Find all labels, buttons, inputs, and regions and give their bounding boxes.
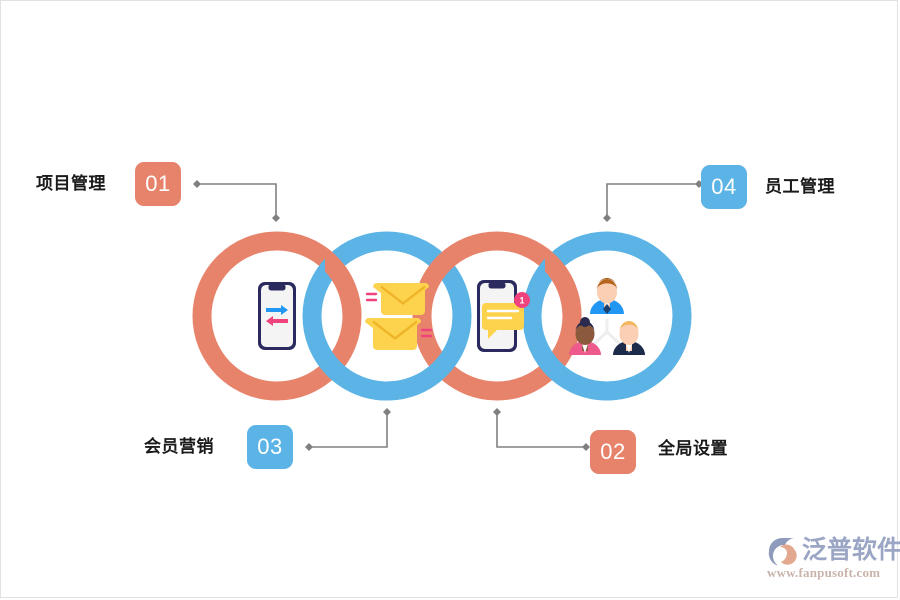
badge-04[interactable]: 04 (701, 165, 747, 209)
watermark-url: www.fanpusoft.com (767, 565, 881, 580)
phone-exchange-arrows-icon (258, 282, 296, 350)
badge-02[interactable]: 02 (590, 430, 636, 474)
endpoint-03-b (383, 408, 391, 416)
watermark: 泛普软件 www.fanpusoft.com (766, 535, 900, 591)
envelope-upper (373, 283, 429, 315)
connector-04 (606, 183, 699, 218)
label-staff-management: 员工管理 (765, 177, 835, 196)
svg-text:1: 1 (519, 296, 524, 306)
envelope-dashes-right (420, 328, 433, 338)
envelopes-icon (365, 283, 433, 350)
endpoint-01-b (272, 214, 280, 222)
phone-message-notification-icon: 1 (477, 280, 530, 352)
connector-lines (197, 183, 699, 448)
connector-01 (197, 183, 277, 218)
endpoint-02-b (493, 408, 501, 416)
endpoint-04-b (603, 214, 611, 222)
ring-2-overlap-bottom (325, 316, 455, 401)
notification-badge-icon: 1 (514, 292, 530, 308)
watermark-brand: 泛普软件 (802, 536, 900, 564)
label-project-management: 项目管理 (36, 174, 106, 193)
badge-03[interactable]: 03 (247, 425, 293, 469)
label-member-marketing: 会员营销 (144, 437, 214, 456)
envelope-lower (365, 318, 421, 350)
team-people-icon (569, 278, 645, 355)
connector-02 (496, 412, 586, 448)
person-bottom-right (613, 321, 645, 355)
endpoint-02-a (582, 443, 590, 451)
fanpusoft-logo-icon (768, 538, 797, 565)
ring-4-overlap-bottom (545, 316, 675, 401)
person-bottom-left (569, 317, 601, 355)
chat-bubble-icon (482, 303, 524, 339)
endpoint-03-a (305, 443, 313, 451)
connector-03 (309, 412, 388, 448)
label-global-settings: 全局设置 (658, 439, 728, 458)
person-top (590, 278, 624, 314)
envelope-dashes-left (365, 292, 378, 302)
endpoint-01-a (193, 180, 201, 188)
badge-01[interactable]: 01 (135, 162, 181, 206)
